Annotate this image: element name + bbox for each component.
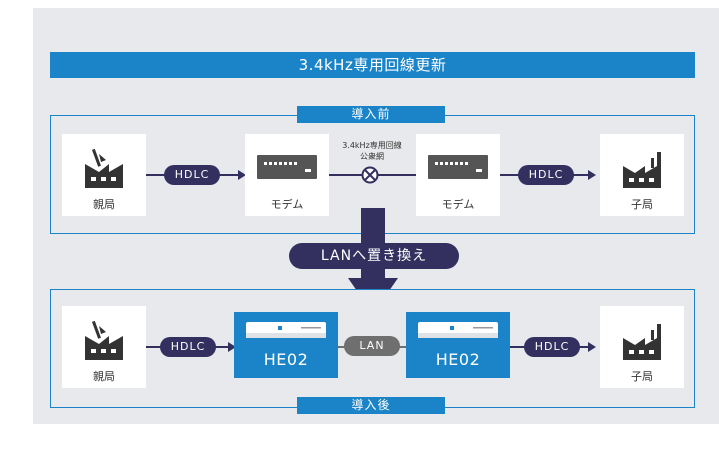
after-label: 導入後	[297, 397, 445, 414]
modem-right-card: モデム	[416, 134, 500, 216]
he02-device-icon	[418, 322, 498, 338]
modem-left-card: モデム	[245, 134, 329, 216]
page-title: 3.4kHz専用回線更新	[50, 52, 695, 78]
modem-icon	[428, 155, 488, 179]
hdlc-badge: HDLC	[518, 165, 574, 185]
he02-right-card: HE02	[406, 312, 510, 378]
lan-badge: LAN	[344, 336, 400, 356]
factory-icon	[623, 324, 661, 360]
arrow-right-icon	[238, 170, 246, 180]
parent-station-card: 親局	[62, 134, 146, 216]
junction-cross-icon	[361, 166, 379, 184]
modem-icon	[257, 155, 317, 179]
arrow-right-icon	[588, 170, 596, 180]
child-station-card: 子局	[600, 134, 684, 216]
hdlc-badge: HDLC	[160, 337, 216, 357]
hdlc-badge: HDLC	[524, 337, 580, 357]
parent-station-label: 親局	[93, 198, 115, 211]
factory-antenna-icon	[85, 320, 123, 360]
before-label: 導入前	[297, 106, 445, 123]
modem-left-label: モデム	[270, 198, 304, 211]
child-station-label: 子局	[631, 370, 653, 383]
public-line-label: 3.4kHz専用回線 公衆網	[322, 140, 422, 162]
arrow-right-icon	[588, 342, 596, 352]
factory-icon	[623, 152, 661, 188]
modem-right-label: モデム	[441, 198, 475, 211]
public-line-text: 3.4kHz専用回線 公衆網	[342, 141, 402, 161]
factory-antenna-icon	[85, 148, 123, 188]
he02-left-card: HE02	[234, 312, 338, 378]
hdlc-badge: HDLC	[164, 165, 220, 185]
he02-left-label: HE02	[263, 350, 309, 369]
replace-badge: LANへ置き換え	[289, 243, 459, 269]
arrow-right-icon	[228, 342, 236, 352]
parent-station-card: 親局	[62, 306, 146, 388]
he02-right-label: HE02	[435, 350, 481, 369]
he02-device-icon	[246, 322, 326, 338]
parent-station-label: 親局	[93, 370, 115, 383]
child-station-label: 子局	[631, 198, 653, 211]
child-station-card: 子局	[600, 306, 684, 388]
